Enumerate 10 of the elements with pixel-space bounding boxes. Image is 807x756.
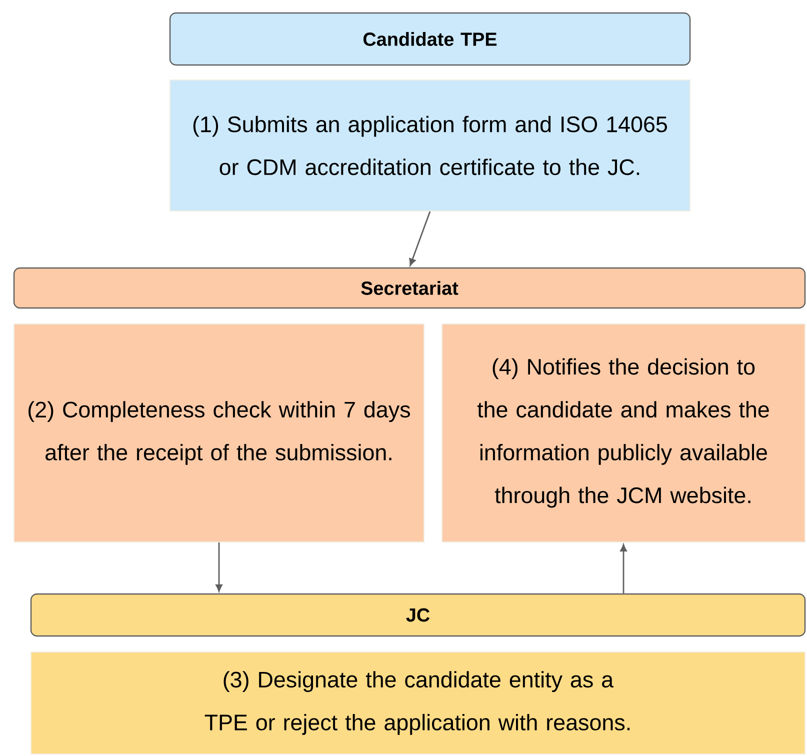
arrow [620, 544, 627, 594]
arrow [216, 542, 222, 592]
step-box: (4) Notifies the decision to the candidate and makes the information publicly available through the JCM website. [442, 323, 806, 542]
arrow [409, 211, 431, 266]
step-box: (2) Completeness check within 7 days after the receipt of the submission. [14, 323, 424, 542]
step-box: (1) Submits an application form and ISO 14065 or CDM accreditation certificate to the JC. [170, 80, 690, 212]
header-bar: Candidate TPE [169, 12, 691, 66]
step-box: (3) Designate the candidate entity as a TPE or reject the application with reasons. [30, 651, 806, 754]
header-bar: JC [30, 593, 806, 637]
header-bar: Secretariat [13, 267, 806, 309]
